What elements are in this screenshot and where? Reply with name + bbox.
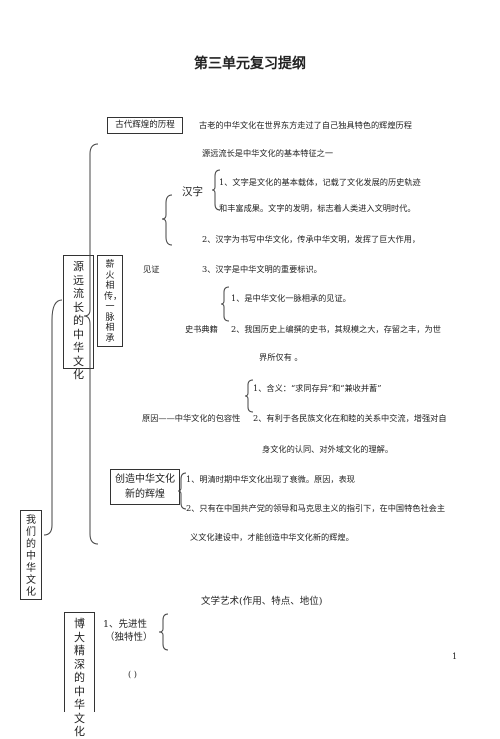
hanzi-brace [211,169,221,211]
new-glory-brace [177,472,187,510]
page-number: 1 [452,651,458,661]
part2-heading: 文学艺术(作用、特点、地位) [201,596,323,607]
history-text: 古老的中华文化在世界东方走过了自己独具特色的辉煌历程 [199,120,412,130]
section-box-origin: 源远流长的中华文化 [63,255,94,381]
outer-box-label: 我们的中华文化 [26,515,36,598]
books-item-2a: 2、我国历史上编撰的史书，其规模之大，存留之丰，为世 [231,324,441,334]
sub-box-inheritance-label: 薪火相传，一脉相承 [104,260,123,344]
feature-text: 源远流长是中华文化的基本特征之一 [202,148,334,158]
new-glory-box: 创造中华文化新的辉煌 [110,469,180,505]
new-glory-item-2a: 2、只有在中国共产党的领导和马克思主义的指引下，在中国特色社会主 [186,503,446,513]
part2-brace [158,613,169,651]
part2-item-1b: （独特性） [105,632,153,643]
hanzi-outer-brace [161,194,173,246]
page-title: 第三单元复习提纲 [194,56,306,72]
books-item-2b: 界所仅有 。 [259,352,303,362]
outer-brace [43,299,63,536]
outer-box: 我们的中华文化 [20,510,42,600]
books-label: 史书典籍 [185,324,218,334]
hanzi-item-1a: 1、文字是文化的基本载体，记载了文化发展的历史轨迹 [219,177,421,187]
history-box: 古代辉煌的历程 [107,117,183,134]
hanzi-item-3: 3、汉字是中华文明的重要标识。 [202,264,322,274]
main-brace [83,143,99,545]
section-box-profound: 博大精深的中华文化 [64,612,95,738]
books-item-1: 1、是中华文化一脉相承的见证。 [231,293,351,303]
part2-item-1a: 1、先进性 [103,619,148,630]
new-glory-item-2b: 义文化建设中，才能创造中华文化新的辉煌。 [190,532,354,542]
history-box-label: 古代辉煌的历程 [115,120,175,130]
section-box-profound-label: 博大精深的中华文化 [74,617,85,738]
hanzi-label: 汉字 [182,186,203,198]
books-brace [220,286,230,322]
hanzi-item-2: 2、汉字为书写中华文化，传承中华文明，发挥了巨大作用， [202,234,421,244]
section-box-origin-label: 源远流长的中华文化 [73,260,84,381]
reason-brace [244,379,254,413]
reason-item-2a: 2、有利于各民族文化在和睦的关系中交流，增强对自 [253,413,447,423]
reason-item-1: 1、含义：“求同存异”和“兼收并蓄” [253,383,382,393]
sub-box-inheritance: 薪火相传，一脉相承 [97,255,123,347]
new-glory-box-label: 创造中华文化新的辉煌 [115,474,175,500]
reason-item-2b: 身文化的认同、对外域文化的理解。 [262,444,394,454]
part2-item-1c: ( ) [128,669,137,679]
reason-label: 原因——中华文化的包容性 [142,413,241,423]
new-glory-item-1: 1、明清时期中华文化出现了衰微。原因，表现 [186,474,355,484]
jianzheng-label: 见证 [143,264,160,274]
hanzi-item-1b: 和丰富成果。文字的发明，标志着人类进入文明时代。 [219,203,416,213]
